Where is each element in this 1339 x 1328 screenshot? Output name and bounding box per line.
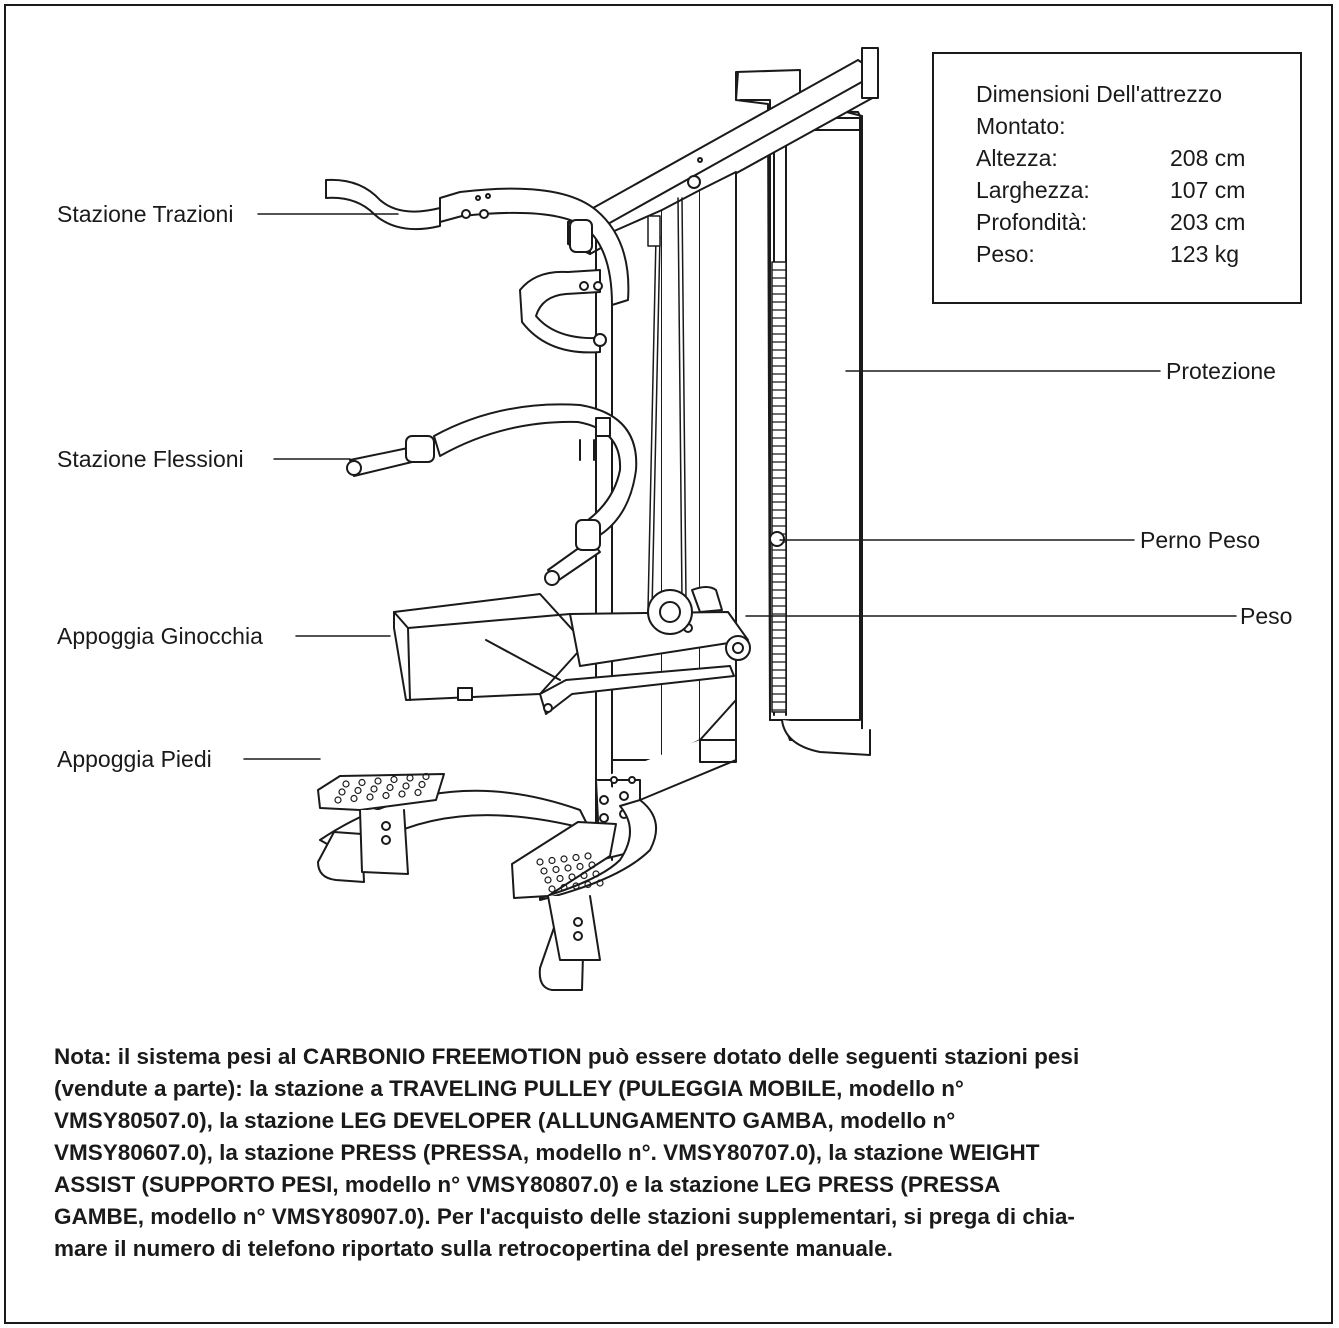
footplate-hole (366, 793, 374, 801)
footplate-hole (592, 870, 600, 878)
footplate-hole (338, 788, 346, 796)
lever-arm (539, 586, 751, 715)
footplate-hole (580, 871, 588, 880)
footplate-hole (544, 876, 552, 884)
footplate-hole (382, 791, 390, 800)
note-line: GAMBE, modello n° VMSY80907.0). Per l'ac… (54, 1204, 1075, 1229)
footplate-hole (354, 786, 362, 795)
dimension-row-weight: Peso: 123 kg (976, 238, 1300, 270)
footplate-hole (560, 883, 568, 892)
footplate-hole (334, 796, 342, 804)
dimension-value: 123 kg (1170, 241, 1240, 267)
dimension-value: 107 cm (1170, 177, 1246, 203)
dimension-label: Peso: (976, 241, 1035, 267)
note-line: VMSY80507.0), la stazione LEG DEVELOPER … (54, 1108, 956, 1133)
top-beam (567, 47, 879, 255)
label-shroud: Protezione (1166, 358, 1276, 384)
footplate-hole (370, 785, 378, 793)
footplate-hole (540, 867, 548, 875)
dimensions-title: Dimensioni Dell'attrezzo Montato: (976, 81, 1222, 139)
footplate-hole (422, 772, 430, 781)
footplate-hole (414, 788, 422, 797)
dimension-label: Altezza: (976, 145, 1058, 171)
pullup-station (325, 178, 630, 354)
dimension-label: Profondità: (976, 209, 1088, 235)
dimension-value: 203 cm (1170, 209, 1246, 235)
footplate-hole (588, 861, 596, 869)
footplate-hole (576, 862, 584, 871)
footplate-hole (402, 782, 410, 790)
footplate-hole (418, 780, 426, 789)
label-foot-rest: Appoggia Piedi (57, 746, 212, 772)
note-line: (vendute a parte): la stazione a TRAVELI… (54, 1076, 964, 1101)
footplate-hole (596, 879, 604, 887)
dimension-label: Larghezza: (976, 177, 1090, 203)
weight-stack (771, 261, 787, 713)
note-paragraph: Nota: il sistema pesi al CARBONIO FREEMO… (54, 1041, 1304, 1265)
dip-station (346, 403, 638, 586)
callout-lines (243, 213, 1237, 760)
footplate-hole (572, 853, 580, 862)
footplate-hole (560, 855, 568, 863)
footplate-hole (548, 856, 556, 865)
weight-pin-icon (769, 531, 785, 547)
label-pullup-station: Stazione Trazioni (57, 201, 234, 227)
shroud-tower (735, 69, 871, 756)
footplate-hole (390, 775, 398, 784)
dimension-row-depth: Profondità: 203 cm (976, 206, 1300, 238)
note-line: VMSY80607.0), la stazione PRESS (PRESSA,… (54, 1140, 1040, 1165)
label-dip-station: Stazione Flessioni (57, 446, 244, 472)
footplate-hole (548, 885, 556, 893)
footplate-hole (342, 780, 350, 788)
dimensions-box: Dimensioni Dell'attrezzo Montato: Altezz… (932, 52, 1302, 304)
machine-illustration (243, 47, 1237, 991)
note-line: Nota: il sistema pesi al CARBONIO FREEMO… (54, 1044, 1080, 1069)
footplate-hole (568, 873, 576, 881)
footplate-hole (398, 790, 406, 798)
label-knee-pad: Appoggia Ginocchia (57, 623, 263, 649)
dimension-value: 208 cm (1170, 145, 1246, 171)
label-weight: Peso (1240, 603, 1293, 629)
footplate-hole (572, 882, 580, 890)
knee-pad (393, 593, 581, 701)
cables (647, 197, 687, 611)
footplate-hole (552, 865, 560, 874)
footplate-hole (536, 858, 544, 866)
dimension-row-width: Larghezza: 107 cm (976, 174, 1300, 206)
footplate-hole (564, 864, 572, 872)
weight-plate-lines (771, 269, 787, 711)
footplate-hole (374, 777, 382, 785)
note-line: ASSIST (SUPPORTO PESI, modello n° VMSY80… (54, 1172, 1001, 1197)
footplate-hole (358, 778, 366, 787)
label-weight-pin: Perno Peso (1140, 527, 1261, 553)
footplate-hole (556, 874, 564, 883)
page-frame (4, 4, 1333, 1324)
footplate-hole (406, 774, 414, 782)
note-line: mare il numero di telefono riportato sul… (54, 1236, 893, 1261)
foot-rest-upper (317, 772, 445, 875)
footplate-hole (350, 794, 358, 803)
dimension-row-height: Altezza: 208 cm (976, 142, 1300, 174)
footplate-hole (386, 783, 394, 792)
footplate-hole (584, 880, 592, 889)
footplate-hole (584, 852, 592, 860)
foot-rest-lower (511, 821, 617, 961)
